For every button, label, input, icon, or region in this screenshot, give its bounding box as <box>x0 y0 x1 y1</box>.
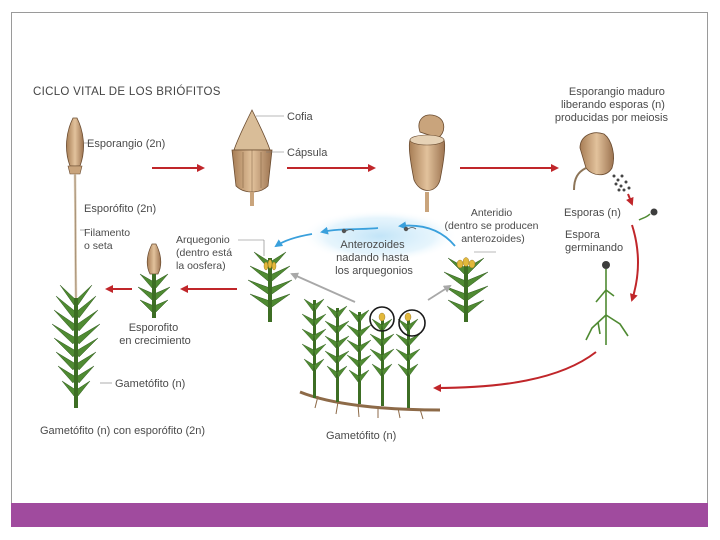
open-capsule-illustration <box>408 114 446 212</box>
arrow-to-gametofito-colonia <box>433 351 597 392</box>
highlight-circle-anteridio <box>398 309 426 337</box>
moss-with-sporophyte-illustration <box>51 117 101 408</box>
arquegonio-plant-illustration <box>247 251 293 322</box>
protonema-illustration <box>585 261 629 345</box>
label-filamento: Filamento o seta <box>84 227 133 252</box>
label-esporofito-crecimiento: Esporofito en crecimiento <box>119 322 191 347</box>
label-esporangio-maduro: Esporangio maduro liberando esporas (n) … <box>555 86 669 124</box>
highlight-circle-arquegonio <box>369 306 395 332</box>
spore-germinating-small-illustration <box>638 208 658 221</box>
label-arquegonio: Arquegonio (dentro está la oosfera) <box>176 234 235 272</box>
gametophyte-colony-illustration <box>299 298 441 420</box>
arrow-colony-to-arquegonio <box>290 272 356 303</box>
arrow-anterozoid-1 <box>398 221 456 247</box>
label-cofia: Cofia <box>287 111 314 123</box>
arrow-anterozoid-3 <box>274 233 313 248</box>
label-esporofito: Esporófito (2n) <box>84 203 156 215</box>
label-capsula: Cápsula <box>287 147 328 159</box>
label-esporas: Esporas (n) <box>564 207 621 219</box>
label-anterozoides: Anterozoides nadando hasta los arquegoni… <box>335 239 413 277</box>
anteridio-plant-illustration <box>443 257 489 322</box>
label-anteridio: Anteridio (dentro se producen anterozoid… <box>445 207 542 245</box>
capsule-with-cofia-illustration <box>231 109 273 206</box>
label-esporangio: Esporangio (2n) <box>87 138 165 150</box>
growing-sporophyte-illustration <box>137 243 171 318</box>
diagram-title: CICLO VITAL DE LOS BRIÓFITOS <box>33 85 221 98</box>
footer-accent-bar <box>11 503 708 527</box>
arrow-colony-to-anteridio <box>427 284 452 301</box>
anterozoid-glow <box>302 210 458 262</box>
mature-sporangium-illustration <box>573 132 631 192</box>
slide-frame <box>11 12 708 527</box>
label-espora-germinando: Espora germinando <box>565 229 623 254</box>
label-gametofito-con-esporofito: Gametófito (n) con esporófito (2n) <box>40 425 205 437</box>
anterozoid-icons <box>341 226 417 234</box>
arrow-to-esporas <box>626 193 634 206</box>
label-gametofito: Gametófito (n) <box>115 378 185 390</box>
arrow-to-protonema <box>630 224 639 302</box>
label-gametofito-colonia: Gametófito (n) <box>326 430 396 442</box>
